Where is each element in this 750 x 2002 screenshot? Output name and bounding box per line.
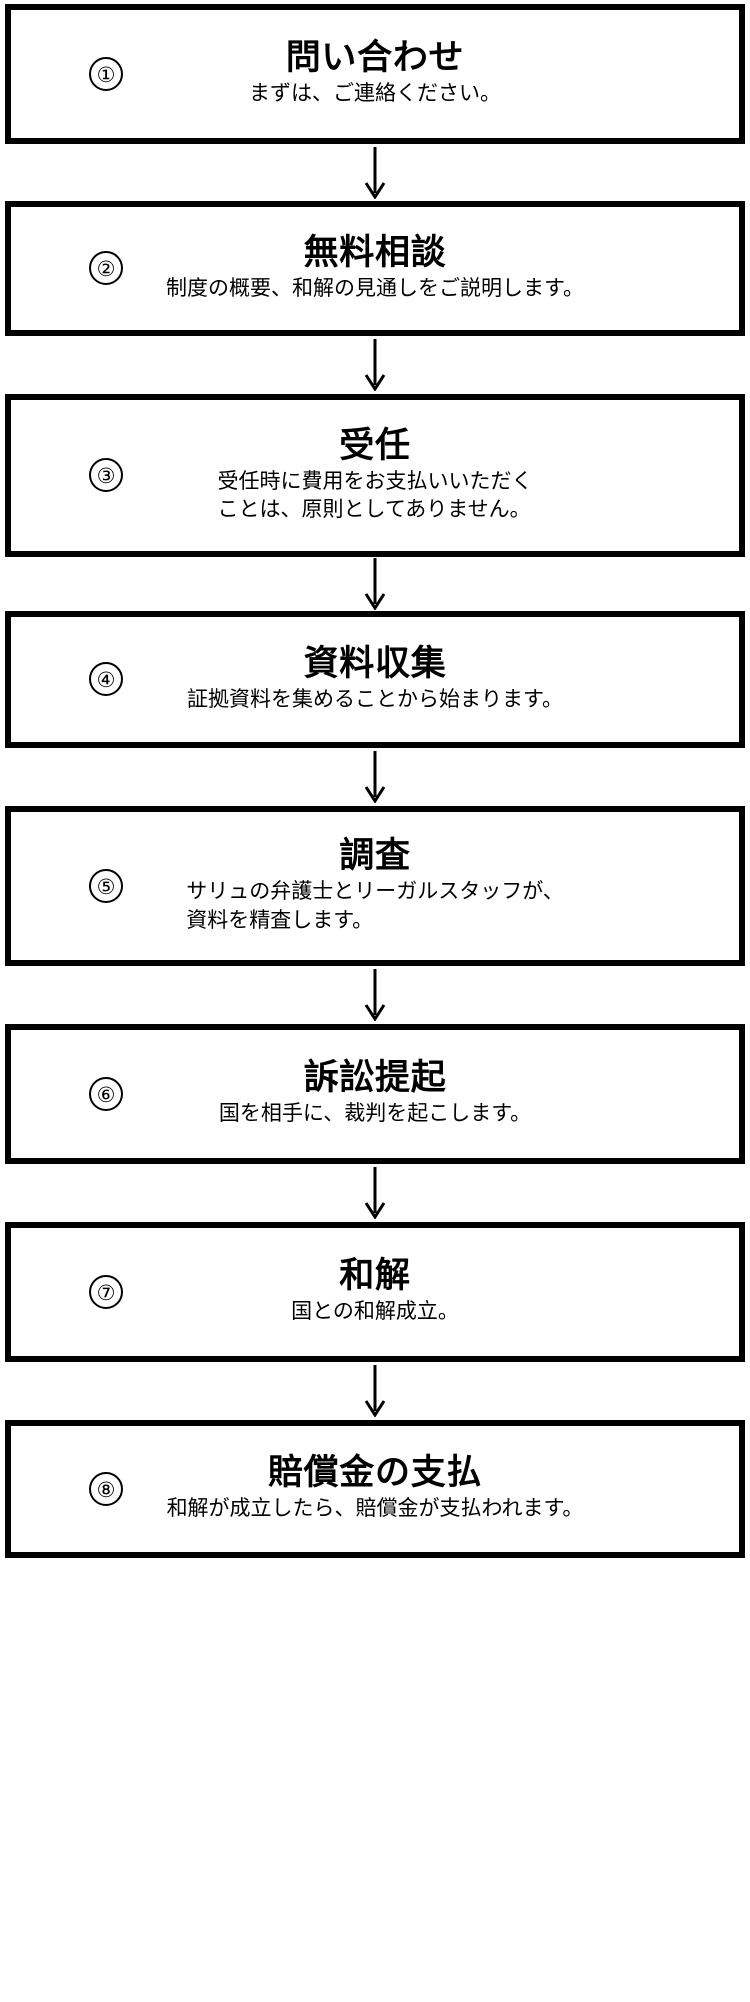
step-description-2: 制度の概要、和解の見通しをご説明します。 (166, 276, 584, 300)
step-title-1: 問い合わせ (285, 38, 465, 78)
step-title-6: 訴訟提起 (303, 1058, 447, 1098)
step-description-4: 証拠資料を集めることから始まります。 (187, 687, 563, 711)
step-number-badge-3: ③ (89, 458, 123, 493)
step-title-8: 賠償金の支払 (267, 1453, 483, 1493)
step-box-7: ⑦ 和解 国との和解成立。 (5, 1222, 745, 1362)
step-title-7: 和解 (339, 1256, 411, 1296)
connector-arrow-3 (5, 557, 745, 611)
step-title-2: 無料相談 (303, 232, 447, 272)
step-title-3: 受任 (339, 425, 411, 465)
step-body-4: 資料収集 証拠資料を集めることから始まります。 (21, 643, 729, 715)
step-body-6: 訴訟提起 国を相手に、裁判を起こします。 (21, 1057, 729, 1129)
connector-arrow-4 (5, 748, 745, 806)
step-number-badge-8: ⑧ (89, 1471, 123, 1506)
step-number-badge-2: ② (89, 251, 123, 286)
step-box-2: ② 無料相談 制度の概要、和解の見通しをご説明します。 (5, 201, 745, 336)
step-title-4: 資料収集 (303, 643, 447, 683)
step-body-3: 受任 受任時に費用をお支払いいただく ことは、原則としてありません。 (21, 425, 729, 525)
step-description-6: 国を相手に、裁判を起こします。 (218, 1102, 532, 1126)
connector-arrow-1 (5, 144, 745, 201)
step-body-5: 調査 サリュの弁護士とリーガルスタッフが、 資料を精査します。 (21, 835, 729, 935)
step-title-5: 調査 (339, 836, 411, 875)
step-box-4: ④ 資料収集 証拠資料を集めることから始まります。 (5, 611, 745, 748)
step-body-1: 問い合わせ まずは、ご連絡ください。 (21, 37, 729, 109)
flowchart: ① 問い合わせ まずは、ご連絡ください。 ② 無料相談 制度の概要、和解の見通し… (5, 4, 745, 1558)
step-body-7: 和解 国との和解成立。 (21, 1255, 729, 1327)
step-number-badge-7: ⑦ (89, 1274, 123, 1309)
connector-arrow-6 (5, 1164, 745, 1222)
step-body-8: 賠償金の支払 和解が成立したら、賠償金が支払われます。 (21, 1452, 729, 1524)
step-box-1: ① 問い合わせ まずは、ご連絡ください。 (5, 4, 745, 144)
connector-arrow-7 (5, 1362, 745, 1420)
step-number-badge-6: ⑥ (89, 1076, 123, 1111)
step-box-8: ⑧ 賠償金の支払 和解が成立したら、賠償金が支払われます。 (5, 1420, 745, 1558)
step-box-5: ⑤ 調査 サリュの弁護士とリーガルスタッフが、 資料を精査します。 (5, 806, 745, 966)
connector-arrow-2 (5, 336, 745, 394)
step-number-badge-5: ⑤ (89, 868, 123, 903)
step-description-7: 国との和解成立。 (291, 1300, 459, 1324)
step-box-6: ⑥ 訴訟提起 国を相手に、裁判を起こします。 (5, 1024, 745, 1164)
step-description-3: 受任時に費用をお支払いいただく ことは、原則としてありません。 (217, 469, 533, 522)
step-box-3: ③ 受任 受任時に費用をお支払いいただく ことは、原則としてありません。 (5, 394, 745, 557)
step-body-2: 無料相談 制度の概要、和解の見通しをご説明します。 (21, 232, 729, 304)
step-number-badge-1: ① (89, 56, 123, 91)
connector-arrow-5 (5, 966, 745, 1024)
step-number-badge-4: ④ (89, 662, 123, 697)
step-description-8: 和解が成立したら、賠償金が支払われます。 (166, 1497, 584, 1521)
step-description-1: まずは、ご連絡ください。 (249, 82, 501, 106)
step-description-5: サリュの弁護士とリーガルスタッフが、 資料を精査します。 (186, 880, 564, 932)
